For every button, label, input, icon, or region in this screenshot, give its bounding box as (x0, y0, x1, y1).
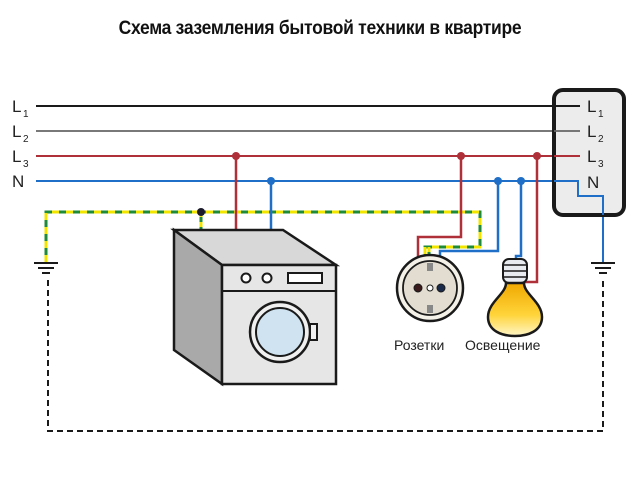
svg-text:1: 1 (598, 109, 604, 120)
washer-knob-2 (261, 272, 273, 284)
junction-L3-washer (232, 152, 240, 160)
svg-text:2: 2 (23, 134, 29, 145)
line-label-L3: L 3 (12, 147, 29, 170)
svg-text:L: L (12, 97, 21, 116)
washer-door-handle (309, 323, 318, 341)
socket-pin-right (436, 283, 446, 293)
washer-display (287, 272, 323, 284)
junction-L3-socket (457, 152, 465, 160)
svg-text:L: L (587, 97, 596, 116)
svg-text:L: L (12, 122, 21, 141)
svg-text:2: 2 (598, 134, 604, 145)
junction-N-socket (494, 177, 502, 185)
junction-N-washer (267, 177, 275, 185)
svg-text:N: N (12, 172, 24, 191)
socket-caption: Розетки (394, 337, 444, 353)
svg-text:L: L (12, 147, 21, 166)
lamp-caption: Освещение (465, 337, 541, 353)
panel-terminal-L2: L 2 (587, 122, 604, 145)
svg-text:3: 3 (598, 159, 604, 170)
junction-L3-lamp (533, 152, 541, 160)
light-bulb (486, 258, 544, 338)
ground-symbol-right (591, 262, 615, 274)
wire-N-terminal (554, 180, 604, 215)
ground-symbol-left (34, 262, 58, 274)
line-label-L2: L 2 (12, 122, 29, 145)
svg-text:L: L (587, 122, 596, 141)
svg-text:1: 1 (23, 109, 29, 120)
washing-machine (170, 227, 341, 387)
washer-knob-1 (240, 272, 252, 284)
socket-pin-center (426, 284, 434, 292)
panel-terminal-L1: L 1 (587, 97, 604, 120)
ground-return-path (47, 280, 604, 432)
wire-lamp-N (514, 181, 523, 262)
svg-text:3: 3 (23, 159, 29, 170)
socket-pin-left (413, 283, 423, 293)
svg-text:N: N (587, 173, 599, 192)
panel-terminal-L3: L 3 (587, 147, 604, 170)
line-label-L1: L 1 (12, 97, 29, 120)
diagram-title: Схема заземления бытовой техники в кварт… (118, 18, 522, 39)
wire-N (36, 180, 604, 262)
junction-N-lamp (517, 177, 525, 185)
distribution-panel (552, 88, 626, 217)
panel-terminal-N: N (587, 173, 599, 192)
line-label-N: N (12, 172, 24, 191)
svg-text:L: L (587, 147, 596, 166)
junction-PE-washer (197, 208, 205, 216)
power-socket (395, 253, 465, 323)
